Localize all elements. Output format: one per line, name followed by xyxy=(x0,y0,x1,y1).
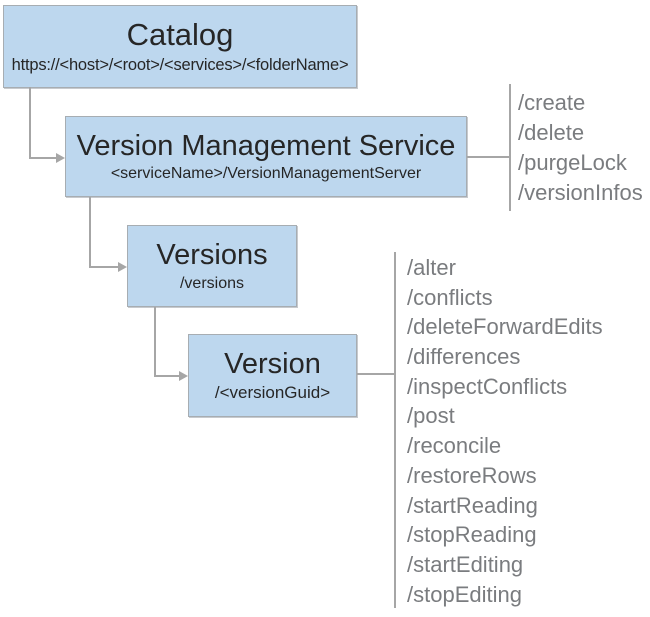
operation-item: /differences xyxy=(407,344,521,370)
operation-item: /purgeLock xyxy=(518,150,627,175)
catalog-title: Catalog xyxy=(126,17,234,53)
versions-node: Versions /versions xyxy=(127,225,297,307)
connector-catalog-to-vms-vertical xyxy=(29,87,31,158)
versions-path: /versions xyxy=(179,274,245,292)
operation-item: /delete xyxy=(518,120,585,145)
vms-operations-bracket-line xyxy=(509,84,511,211)
version-title: Version xyxy=(224,347,321,380)
connector-versions-to-version-vertical xyxy=(154,307,156,377)
version-management-service-node: Version Management Service <serviceName>… xyxy=(65,116,467,197)
connector-vms-to-versions-horizontal xyxy=(89,266,119,268)
operation-item: /alter xyxy=(407,255,456,280)
arrowhead-icon xyxy=(179,371,188,381)
operation-item: /deleteForwardEdits xyxy=(407,314,603,340)
vms-operations-list: /create /delete /purgeLock /versionInfos xyxy=(518,88,643,208)
connector-catalog-to-vms-horizontal xyxy=(29,157,57,159)
operation-item: /startReading xyxy=(407,492,538,518)
catalog-path: https://<host>/<root>/<services>/<folder… xyxy=(11,55,349,74)
operation-item: /startEditing xyxy=(407,551,524,577)
connector-vms-to-operations xyxy=(467,156,509,158)
connector-versions-to-version-horizontal xyxy=(154,375,180,377)
operation-item: /post xyxy=(407,403,455,429)
operation-item: /inspectConflicts xyxy=(407,373,568,399)
operation-item: /create xyxy=(518,90,586,115)
operation-item: /stopReading xyxy=(407,522,537,548)
version-operations-bracket-line xyxy=(394,252,396,608)
version-operations-list: /alter /conflicts /deleteForwardEdits /d… xyxy=(407,253,603,609)
versions-title: Versions xyxy=(156,239,268,272)
catalog-node: Catalog https://<host>/<root>/<services>… xyxy=(3,5,357,88)
vms-path: <serviceName>/VersionManagementServer xyxy=(110,165,422,183)
vms-title: Version Management Service xyxy=(76,129,456,162)
arrowhead-icon xyxy=(118,262,127,272)
arrowhead-icon xyxy=(56,153,65,163)
version-node: Version /<versionGuid> xyxy=(188,334,357,417)
operation-item: /stopEditing xyxy=(407,581,522,607)
operation-item: /restoreRows xyxy=(407,462,537,488)
version-path: /<versionGuid> xyxy=(214,383,331,403)
operation-item: /versionInfos xyxy=(518,180,643,205)
connector-version-to-operations xyxy=(357,373,394,375)
operation-item: /conflicts xyxy=(407,284,493,310)
connector-vms-to-versions-vertical xyxy=(89,197,91,268)
operation-item: /reconcile xyxy=(407,433,502,459)
